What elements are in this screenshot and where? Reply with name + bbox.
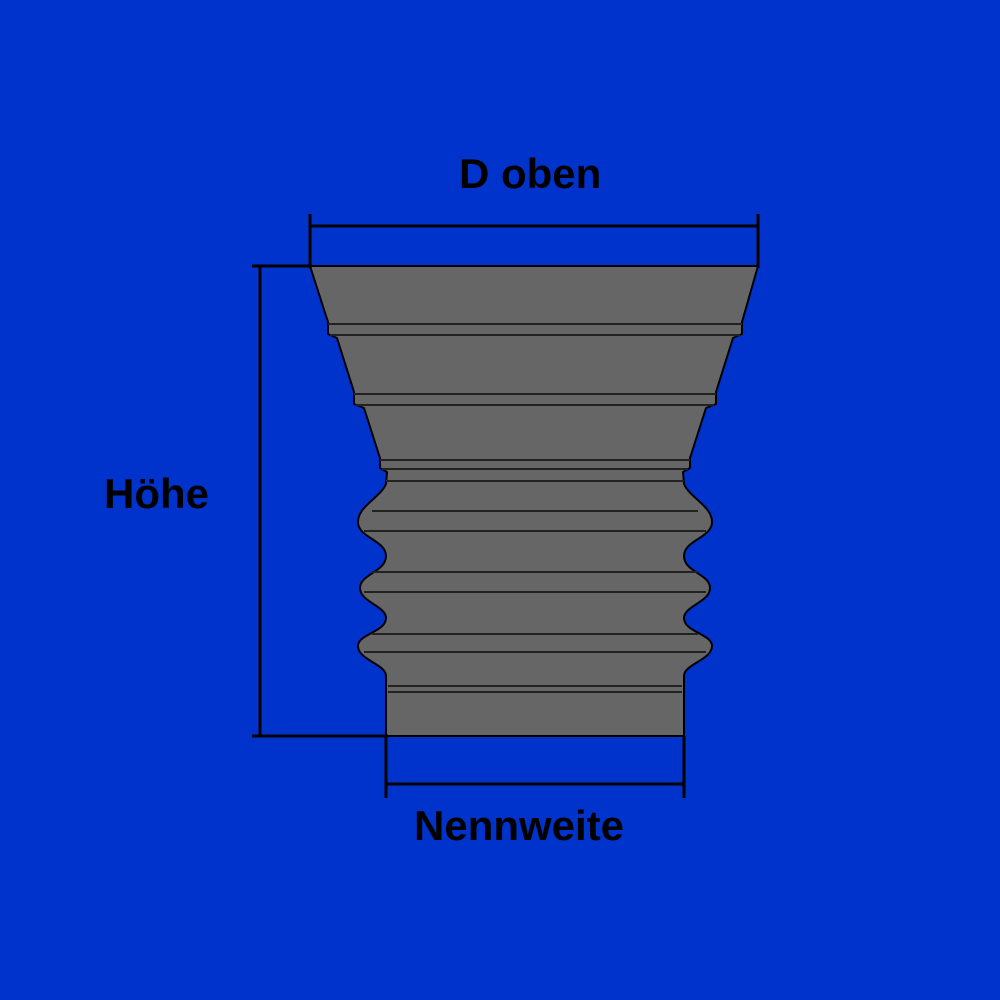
nominal-width-label: Nennweite xyxy=(414,802,625,849)
dimension-top-diameter xyxy=(308,214,760,268)
height-label: Höhe xyxy=(104,470,209,517)
bellows-ribs xyxy=(328,323,742,693)
bellows-body xyxy=(309,265,759,737)
dimension-nominal-width xyxy=(384,736,686,798)
top-diameter-label: D oben xyxy=(459,150,602,197)
dimension-height xyxy=(252,264,388,738)
